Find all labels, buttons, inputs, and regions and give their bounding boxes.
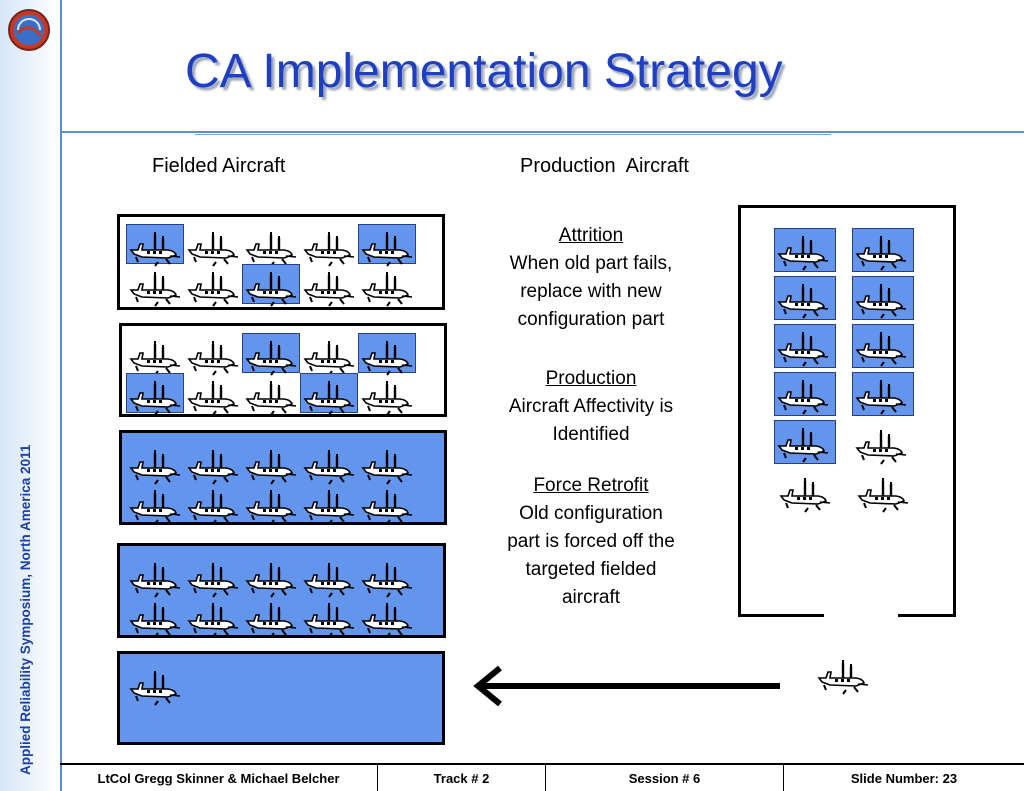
aircraft-icon [360,335,414,377]
aircraft-icon [128,597,182,639]
footer-slide-number: Slide Number: 23 [850,770,958,786]
aircraft-icon [128,557,182,599]
force-retrofit-line: part is forced off the [507,531,675,552]
aircraft-icon [128,375,182,417]
aircraft-icon [776,422,830,464]
attrition-line: replace with new [520,281,662,302]
aircraft-icon [854,424,908,466]
attrition-line: When old part fails, [509,253,673,274]
aircraft-icon [776,230,830,272]
force-retrofit-line: targeted fielded [525,559,657,580]
aircraft-icon [244,557,298,599]
aircraft-icon [776,374,830,416]
aircraft-icon [244,266,298,308]
force-retrofit-heading: Force Retrofit [533,475,649,496]
production-line: Identified [552,424,630,445]
attrition-line: configuration part [517,309,665,330]
retrofit-arrow-icon [473,665,780,707]
aircraft-icon [302,444,356,486]
production-line-base [738,614,824,617]
aircraft-icon [186,226,240,268]
aircraft-icon [186,557,240,599]
aircraft-icon [854,374,908,416]
updated-config-highlight [852,228,914,272]
force-retrofit-line: Old configuration [519,503,663,524]
aircraft-icon [244,484,298,526]
updated-config-highlight [774,228,836,272]
aircraft-icon [360,266,414,308]
aircraft-icon [244,375,298,417]
aircraft-icon [302,266,356,308]
title-divider [60,131,1024,133]
slide-title: CA Implementation Strategy [185,45,783,98]
aircraft-icon [360,444,414,486]
aircraft-icon [856,472,910,514]
aircraft-icon [244,226,298,268]
aircraft-icon [186,597,240,639]
attrition-description: Attrition When old part fails, replace w… [482,222,700,334]
aircraft-icon [186,266,240,308]
production-line: Aircraft Affectivity is [508,396,674,417]
squadron-box [117,651,445,745]
symposium-label: Applied Reliability Symposium, North Ame… [18,444,33,775]
aircraft-icon [302,557,356,599]
aircraft-icon [360,557,414,599]
aircraft-icon [302,484,356,526]
updated-config-highlight [774,276,836,320]
updated-config-highlight [852,276,914,320]
aircraft-icon [776,326,830,368]
production-heading: Production [545,368,637,389]
fielded-aircraft-heading: Fielded Aircraft [152,155,286,177]
aircraft-icon [360,226,414,268]
updated-config-highlight [774,420,836,464]
sidebar: Applied Reliability Symposium, North Ame… [0,0,62,791]
slide-footer: LtCol Gregg Skinner & Michael Belcher Tr… [60,763,1024,791]
production-line-box [738,205,956,617]
aircraft-icon [302,335,356,377]
aircraft-icon [128,266,182,308]
aircraft-icon [244,444,298,486]
footer-authors: LtCol Gregg Skinner & Michael Belcher [60,765,378,791]
aircraft-icon [186,375,240,417]
aircraft-icon [186,335,240,377]
production-aircraft-heading: Production Aircraft [520,155,689,177]
aircraft-icon [244,335,298,377]
aircraft-icon [128,444,182,486]
aircraft-icon [854,230,908,272]
retrofit-aircraft-icon [816,654,870,696]
aircraft-icon [128,226,182,268]
symposium-logo-icon [8,9,50,51]
aircraft-icon [302,375,356,417]
aircraft-icon [302,597,356,639]
updated-config-highlight [852,372,914,416]
aircraft-icon [128,335,182,377]
aircraft-icon [360,375,414,417]
footer-session: Session # 6 [546,765,784,791]
aircraft-icon [778,472,832,514]
aircraft-icon [854,326,908,368]
aircraft-icon [360,597,414,639]
aircraft-icon [244,597,298,639]
squadron-box [117,214,445,310]
aircraft-icon [302,226,356,268]
aircraft-icon [128,665,182,707]
force-retrofit-description: Force Retrofit Old configuration part is… [482,472,700,612]
title-underline [195,134,831,135]
aircraft-icon [360,484,414,526]
aircraft-icon [776,278,830,320]
production-line-base [898,614,956,617]
aircraft-icon [854,278,908,320]
updated-config-highlight [774,324,836,368]
updated-config-highlight [852,324,914,368]
updated-config-highlight [774,372,836,416]
aircraft-icon [186,484,240,526]
footer-track: Track # 2 [378,765,546,791]
attrition-heading: Attrition [558,225,624,246]
force-retrofit-line: aircraft [561,587,621,608]
aircraft-icon [128,484,182,526]
aircraft-icon [186,444,240,486]
production-description: Production Aircraft Affectivity is Ident… [482,365,700,449]
squadron-box [119,323,447,417]
